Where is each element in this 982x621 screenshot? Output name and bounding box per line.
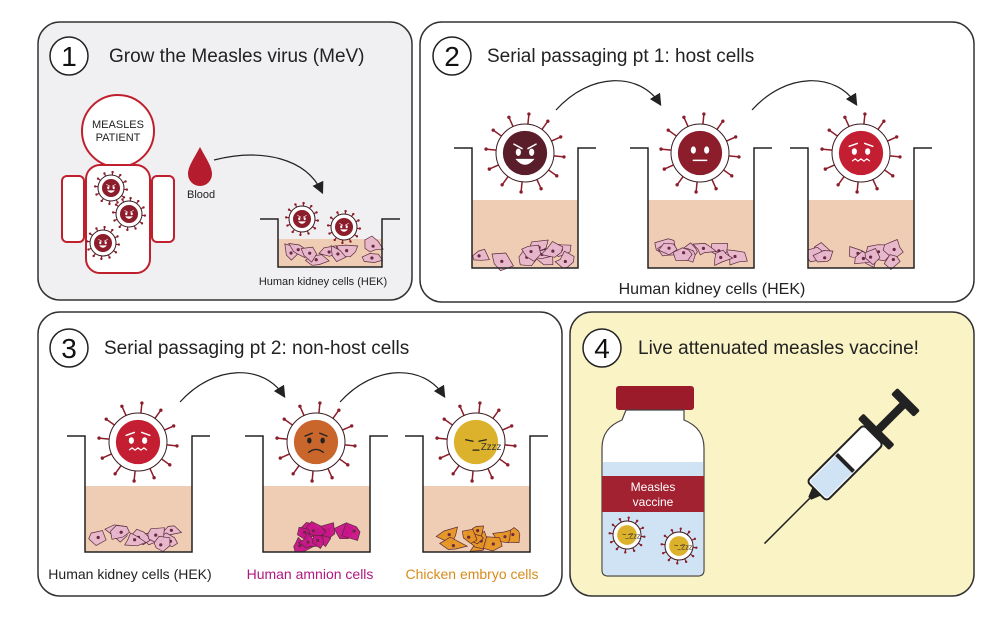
cell-nucleus <box>467 536 470 539</box>
cell-nucleus <box>893 248 896 251</box>
cell-nucleus <box>564 260 567 263</box>
sleep-zzz-text: Zzzz <box>481 442 502 453</box>
panel-3-title: Serial passaging pt 2: non-host cells <box>104 338 409 359</box>
cell-nucleus <box>371 245 374 248</box>
cell-nucleus <box>477 254 480 257</box>
cell-nucleus <box>702 247 705 250</box>
patient-left-arm <box>62 176 84 242</box>
cell-nucleus <box>500 260 503 263</box>
step-1-number: 1 <box>61 41 77 72</box>
cell-nucleus <box>448 533 451 536</box>
vial-label-line1: Measles <box>631 480 676 494</box>
cell-nucleus <box>353 529 356 532</box>
caption-kidney-cells: Human kidney cells (HEK) <box>48 566 211 582</box>
cell-nucleus <box>154 534 157 537</box>
cell-nucleus <box>370 256 373 259</box>
cell-nucleus <box>306 540 309 543</box>
cell-nucleus <box>869 255 872 258</box>
panel-2-caption: Human kidney cells (HEK) <box>619 281 806 298</box>
cell-nucleus <box>551 249 554 252</box>
cell-nucleus <box>682 251 685 254</box>
patient-right-arm <box>152 176 174 242</box>
cell-nucleus <box>303 531 306 534</box>
panel-2-title: Serial passaging pt 1: host cells <box>487 46 754 67</box>
step-3-number: 3 <box>61 333 77 364</box>
cell-nucleus <box>316 539 319 542</box>
caption-amnion-cells: Human amnion cells <box>247 566 374 582</box>
blood-label: Blood <box>187 189 215 201</box>
panel-3: 3 Serial passaging pt 2: non-host cells … <box>38 312 562 596</box>
panel-1-title: Grow the Measles virus (MeV) <box>109 46 365 67</box>
step-4-number: 4 <box>594 333 610 364</box>
cell-nucleus <box>529 250 532 253</box>
panel-4-title: Live attenuated measles vaccine! <box>638 338 919 359</box>
cell-nucleus <box>328 250 331 253</box>
cell-nucleus <box>345 249 348 252</box>
caption-chicken-embryo-cells: Chicken embryo cells <box>405 566 538 582</box>
panel-2: 2 Serial passaging pt 1: host cells Huma… <box>420 22 974 302</box>
cell-nucleus <box>289 251 292 254</box>
panel-1: 1 Grow the Measles virus (MeV) MEASLES P… <box>38 22 412 300</box>
cell-nucleus <box>733 255 736 258</box>
cell-nucleus <box>476 529 479 532</box>
cell-nucleus <box>511 533 514 536</box>
panel-1-well-caption: Human kidney cells (HEK) <box>259 276 387 288</box>
patient-label-line1: MEASLES <box>92 119 144 131</box>
cell-nucleus <box>667 247 670 250</box>
cell-nucleus <box>297 248 300 251</box>
sleep-zzz-text: Zzz <box>629 534 641 541</box>
cell-nucleus <box>315 258 318 261</box>
vial-label-line2: vaccine <box>633 495 674 509</box>
patient-label-line2: PATIENT <box>96 132 141 144</box>
cell-nucleus <box>492 542 495 545</box>
vial-cap <box>616 386 694 410</box>
cell-nucleus <box>170 529 173 532</box>
cell-nucleus <box>823 256 826 259</box>
cell-nucleus <box>120 531 123 534</box>
cell-nucleus <box>503 535 506 538</box>
cell-nucleus <box>862 257 865 260</box>
patient-head <box>82 95 154 167</box>
cell-nucleus <box>308 252 311 255</box>
step-2-number: 2 <box>444 41 460 72</box>
cell-nucleus <box>452 544 455 547</box>
cell-nucleus <box>892 258 895 261</box>
cell-nucleus <box>336 252 339 255</box>
sleep-zzz-text: Zzz <box>681 545 693 552</box>
cell-nucleus <box>312 529 315 532</box>
cell-nucleus <box>97 536 100 539</box>
cell-nucleus <box>719 256 722 259</box>
cell-nucleus <box>133 538 136 541</box>
cell-nucleus <box>159 543 162 546</box>
panel-4: 4 Live attenuated measles vaccine! Measl… <box>570 312 974 596</box>
